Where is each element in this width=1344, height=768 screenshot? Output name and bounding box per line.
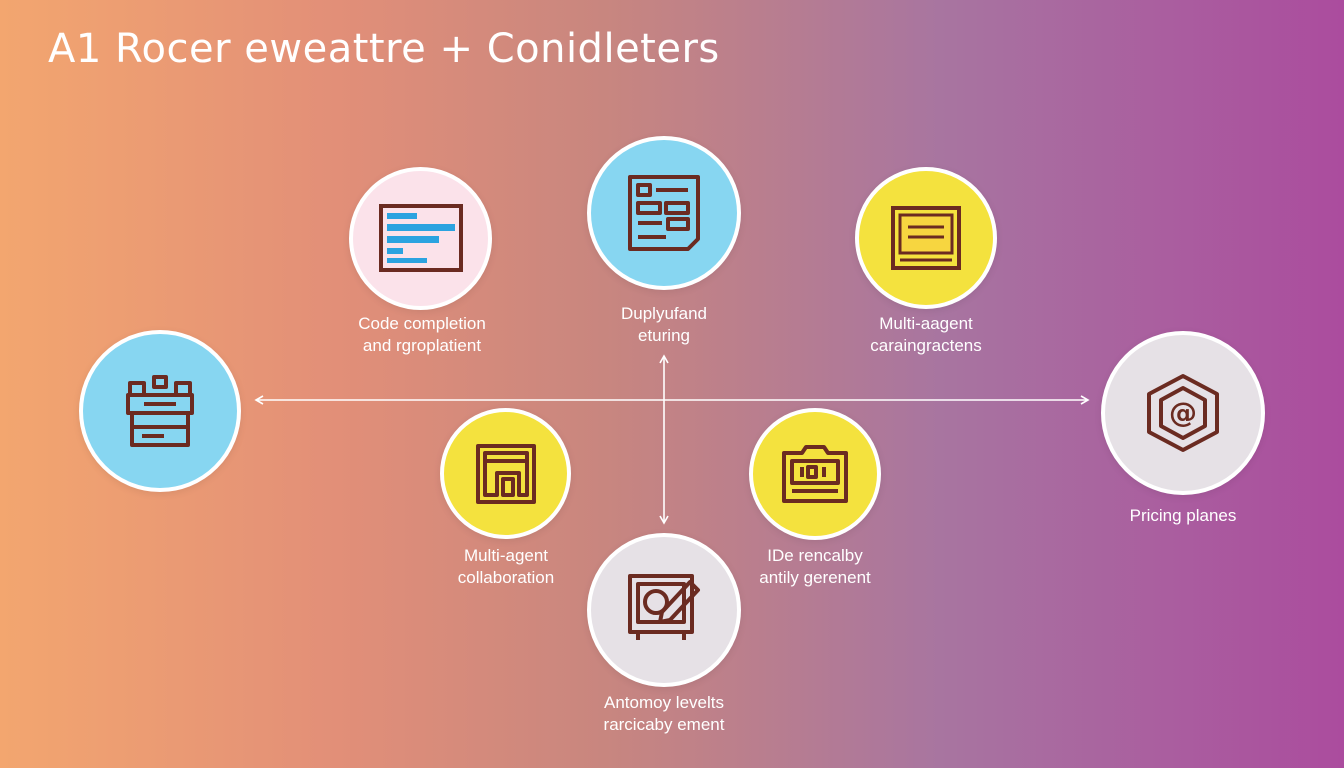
pricing-caption: Pricing planes [1129, 506, 1237, 525]
code-completion-node[interactable] [349, 167, 492, 310]
autonomy-caption: Antomoy levelts rarcicaby ement [603, 693, 725, 734]
multi-agent-top-node[interactable] [855, 167, 997, 309]
ide-node[interactable] [749, 408, 881, 540]
svg-text:@: @ [1169, 396, 1197, 429]
ide-caption: IDe rencalby antily gerenent [759, 546, 871, 587]
code-completion-caption: Code completion and rgroplatient [358, 314, 486, 355]
multi-agent-collaboration-caption: Multi-agent collaboration [457, 546, 555, 587]
page-title: A1 Rocer eweattre + Conidleters [48, 26, 720, 72]
pricing-node[interactable]: @ [1101, 331, 1265, 495]
edit-tablet-icon [628, 574, 700, 640]
autonomy-node[interactable] [587, 533, 741, 687]
multi-agent-top-caption: Multi-aagent caraingractens [870, 314, 982, 355]
multi-agent-collaboration-node[interactable] [440, 408, 571, 539]
ide-window-icon [782, 445, 848, 503]
robot-icon [126, 375, 194, 447]
debugging-node[interactable] [587, 136, 741, 290]
document-icon [628, 175, 700, 251]
robot-node[interactable] [79, 330, 241, 492]
debugging-caption: Duplyufand eturing [620, 304, 708, 345]
at-sign-hexagon-icon: @ [1147, 374, 1219, 452]
frame-icon [475, 443, 536, 504]
code-window-icon [378, 203, 463, 272]
presentation-icon [891, 206, 961, 270]
